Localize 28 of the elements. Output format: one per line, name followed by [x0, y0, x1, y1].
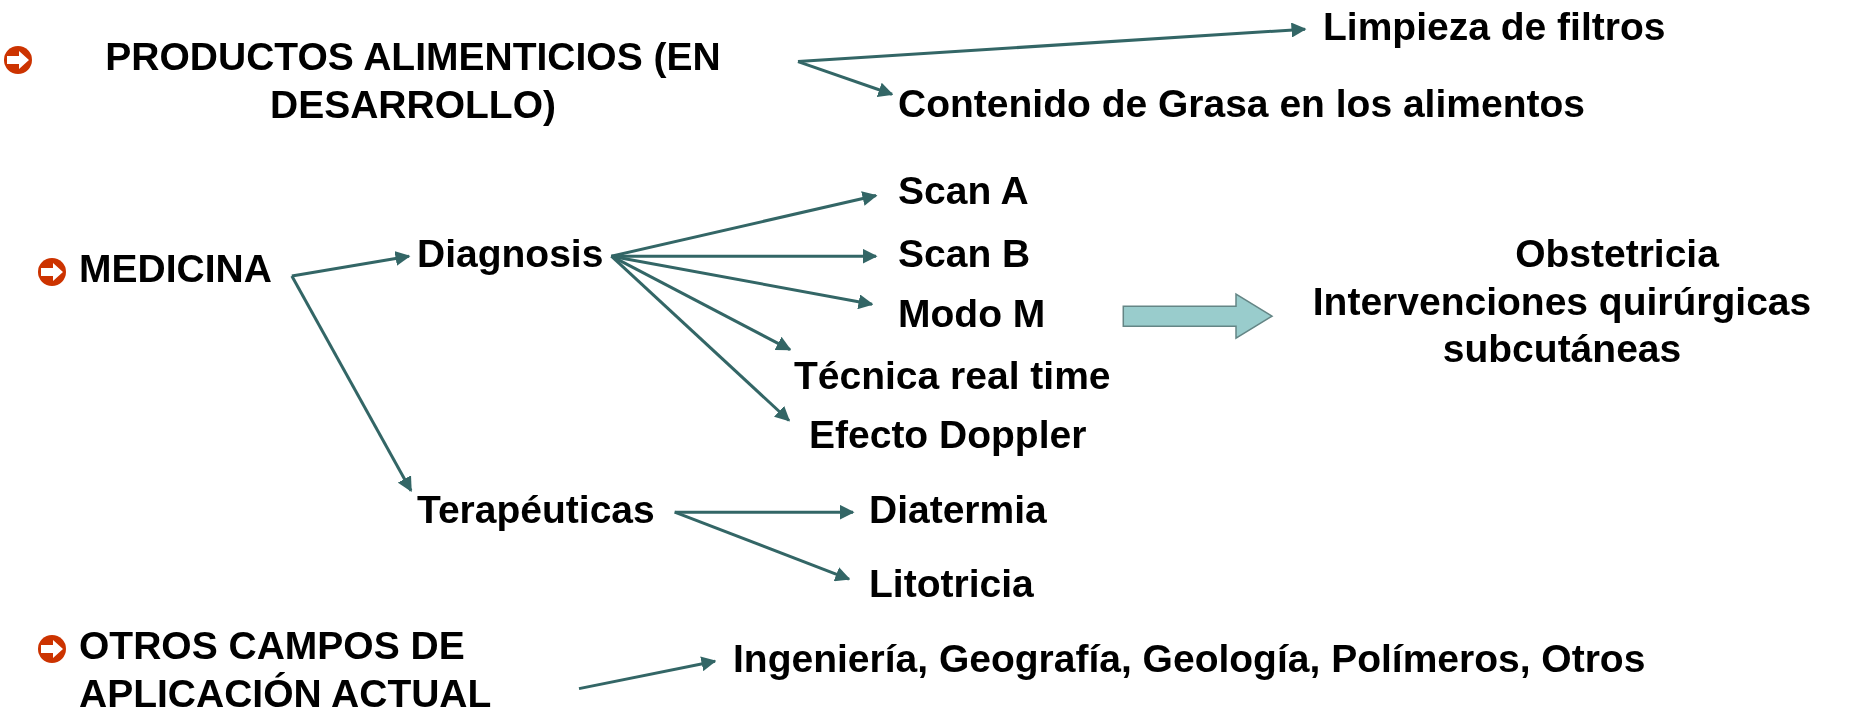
node-label: OTROS CAMPOS DE APLICACIÓN ACTUAL — [79, 622, 599, 718]
block-arrow — [1122, 292, 1274, 340]
arrow — [797, 60, 894, 97]
node-label: Scan B — [898, 230, 1031, 278]
node-label: Técnica real time — [794, 352, 1111, 400]
arrow — [611, 191, 878, 258]
node-label: Intervenciones quirúrgicas subcutáneas — [1311, 278, 1813, 373]
arrow — [611, 254, 874, 310]
arrow — [674, 504, 855, 520]
node-label: Ingeniería, Geografía, Geología, Polímeros, Otros — [733, 635, 1646, 683]
arrow — [674, 510, 851, 582]
node-label: Obstetricia — [1514, 231, 1721, 277]
node-label: Efecto Doppler — [809, 411, 1087, 459]
node-label: Diagnosis — [417, 230, 604, 278]
node-label: Litotricia — [869, 560, 1034, 608]
node-label: Limpieza de filtros — [1323, 3, 1666, 51]
node-label: Diatermia — [869, 486, 1047, 534]
node-label: MEDICINA — [79, 245, 272, 293]
node-label: Contenido de Grasa en los alimentos — [898, 80, 1585, 128]
arrow — [291, 251, 411, 278]
node-label: Terapéuticas — [417, 486, 655, 534]
arrow — [578, 656, 717, 691]
node-label: Modo M — [898, 290, 1046, 338]
arrow — [797, 22, 1307, 64]
arrow — [610, 255, 791, 422]
arrow — [290, 275, 413, 493]
node-label: PRODUCTOS ALIMENTICIOS (EN DESARROLLO) — [63, 33, 763, 129]
node-label: Scan A — [898, 167, 1029, 215]
